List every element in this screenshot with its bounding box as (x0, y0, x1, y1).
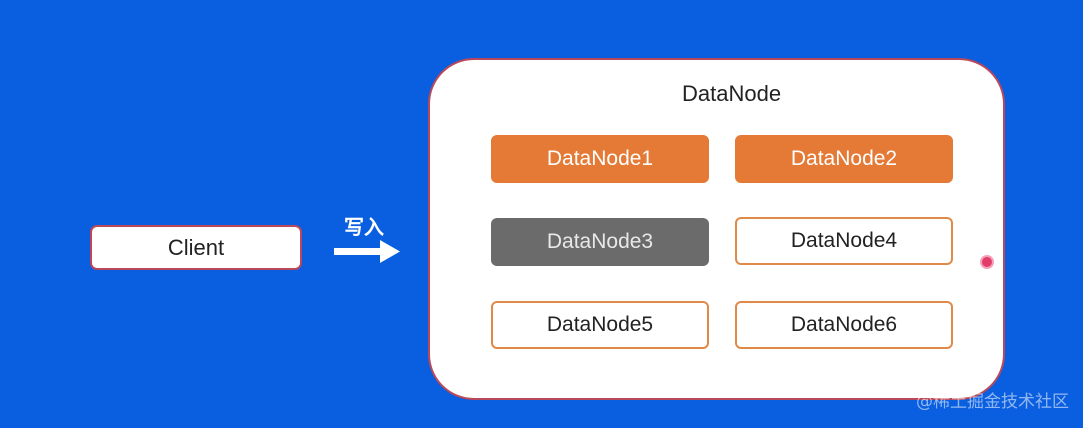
write-arrow-icon (334, 240, 400, 263)
datanode-3: DataNode3 (491, 218, 709, 266)
datanode-1: DataNode1 (491, 135, 709, 183)
datanode-6: DataNode6 (735, 301, 953, 349)
watermark: @稀土掘金技术社区 (916, 392, 1069, 412)
datanode-2: DataNode2 (735, 135, 953, 183)
cluster-title: DataNode (682, 81, 782, 106)
pointer-dot (982, 257, 992, 267)
datanode-4: DataNode4 (735, 217, 953, 265)
datanode-cluster: DataNode DataNode1 DataNode2 DataNode3 D… (428, 58, 1005, 400)
datanode-label: DataNode5 (546, 313, 654, 336)
datanode-label: DataNode1 (546, 147, 654, 170)
datanode-label: DataNode4 (790, 229, 898, 252)
client-label: Client (167, 234, 225, 260)
datanode-5: DataNode5 (491, 301, 709, 349)
write-label: 写入 (344, 215, 384, 239)
datanode-label: DataNode6 (790, 313, 898, 336)
datanode-label: DataNode3 (546, 230, 654, 253)
client-box: Client (90, 225, 302, 270)
datanode-label: DataNode2 (790, 147, 898, 170)
